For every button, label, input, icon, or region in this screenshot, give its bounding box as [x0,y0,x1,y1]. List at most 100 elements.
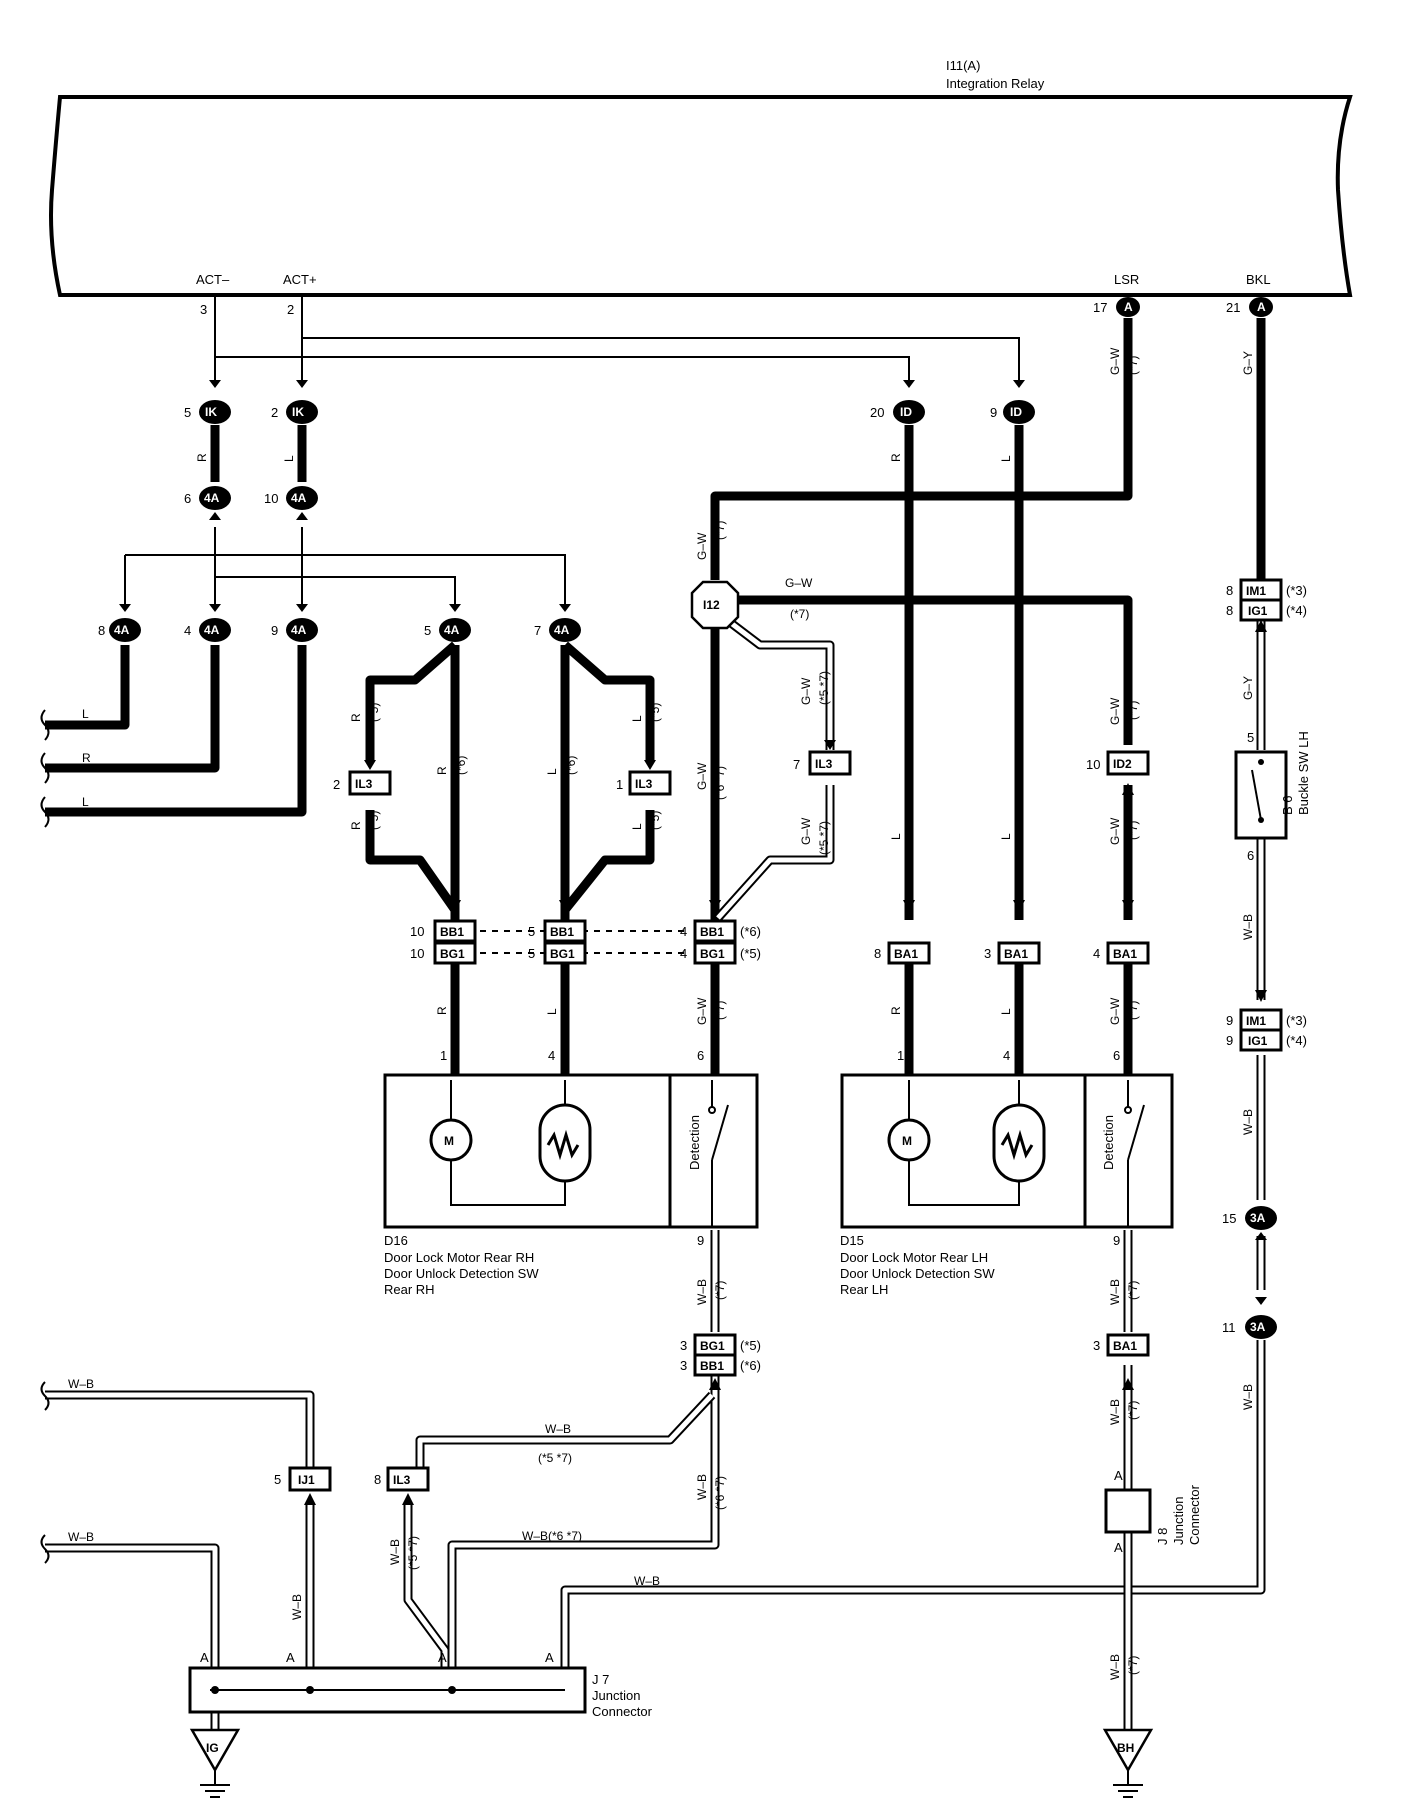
connector-i12: I12 [690,580,740,630]
svg-text:1: 1 [440,1048,447,1063]
svg-text:(*5 *7): (*5 *7) [817,671,831,705]
svg-text:L: L [545,768,559,775]
svg-text:W–B: W–B [545,1422,571,1436]
svg-text:(*3): (*3) [1286,1013,1307,1028]
svg-text:7: 7 [793,757,800,772]
svg-text:ID: ID [1010,405,1022,419]
connector-4a-4: 4A4 [184,604,231,642]
svg-text:9: 9 [697,1233,704,1248]
svg-text:L: L [545,1008,559,1015]
svg-text:7: 7 [534,623,541,638]
svg-text:(*7): (*7) [1126,1001,1140,1020]
svg-text:L: L [82,707,89,721]
svg-text:W–B: W–B [1108,1654,1122,1680]
svg-text:(*7): (*7) [1126,1281,1140,1300]
svg-text:R: R [435,766,449,775]
svg-text:D16: D16 [384,1233,408,1248]
svg-text:L: L [999,455,1013,462]
svg-text:IG1: IG1 [1248,604,1268,618]
svg-text:G–W: G–W [695,997,709,1025]
svg-text:(*5): (*5) [367,703,381,722]
ground-icon [1102,1728,1154,1773]
svg-text:W–B: W–B [634,1574,660,1588]
svg-text:IK: IK [292,405,304,419]
svg-text:BG1: BG1 [440,947,465,961]
svg-text:IL3: IL3 [393,1473,411,1487]
svg-text:(*5): (*5) [648,811,662,830]
junction-connector-j8: A A J 8 Junction Connector [1104,1468,1202,1555]
ground-ig: IG [189,1728,241,1798]
ground-bh: BH [1102,1728,1154,1798]
svg-text:10: 10 [410,946,424,961]
svg-text:Buckle SW LH: Buckle SW LH [1296,731,1311,815]
svg-text:(*5 *7): (*5 *7) [817,821,831,855]
svg-text:(*5 *7): (*5 *7) [538,1451,572,1465]
svg-text:R: R [195,453,209,462]
svg-text:(*5): (*5) [367,811,381,830]
svg-text:G–W: G–W [1108,697,1122,725]
relay-name: Integration Relay [946,76,1045,91]
svg-text:4: 4 [1003,1048,1010,1063]
buckle-switch-lh: 5 6 B 6 Buckle SW LH [1234,730,1311,863]
svg-text:Door Unlock Detection SW: Door Unlock Detection SW [384,1266,539,1281]
svg-text:L: L [999,1008,1013,1015]
svg-text:(*7): (*7) [713,521,727,540]
act-minus-pin: 3 [200,302,207,317]
svg-text:G–W: G–W [799,817,813,845]
svg-text:G–W: G–W [785,576,813,590]
connector-4a-7: 4A7 [534,604,581,642]
svg-text:2: 2 [333,777,340,792]
svg-text:(*6 *7): (*6 *7) [713,766,727,800]
thin-wires [124,295,1020,610]
wire-ends [40,709,50,1564]
svg-text:3: 3 [984,946,991,961]
svg-text:4A: 4A [444,623,460,637]
svg-text:(*7): (*7) [790,607,809,621]
svg-text:(*7): (*7) [1126,821,1140,840]
svg-text:(*7): (*7) [1126,1401,1140,1420]
svg-text:4: 4 [1093,946,1100,961]
svg-text:(*6): (*6) [564,756,578,775]
svg-text:R: R [889,1006,903,1015]
bkl-connector [1249,297,1273,317]
svg-text:BG1: BG1 [700,1339,725,1353]
wire-labels: R L R L L R L R (*5) R (*6) R (*5) L (*6… [68,347,1255,1680]
svg-text:J 7: J 7 [592,1672,609,1687]
lsr-label: LSR [1114,272,1139,287]
svg-text:G–W: G–W [1108,817,1122,845]
svg-text:5: 5 [424,623,431,638]
svg-text:A: A [438,1650,447,1665]
svg-text:5: 5 [184,405,191,420]
svg-text:R: R [889,453,903,462]
svg-text:10: 10 [1086,757,1100,772]
svg-text:4A: 4A [114,623,130,637]
svg-text:IG1: IG1 [1248,1034,1268,1048]
svg-text:6: 6 [184,491,191,506]
svg-text:(*7): (*7) [1126,701,1140,720]
svg-text:9: 9 [271,623,278,638]
svg-text:(*5): (*5) [648,703,662,722]
svg-text:Connector: Connector [592,1704,653,1719]
connector-bg1-10: BG1 10 [410,941,477,965]
integration-relay: I11(A) Integration Relay ACT– ACT+ LSR B… [49,58,1353,317]
svg-text:G–W: G–W [1108,347,1122,375]
bkl-label: BKL [1246,272,1271,287]
svg-text:G–W: G–W [1108,997,1122,1025]
svg-text:J 8: J 8 [1155,1528,1170,1545]
lsr-conn-label: A [1124,300,1133,314]
svg-text:L: L [282,455,296,462]
svg-text:3: 3 [680,1358,687,1373]
lsr-connector [1116,297,1140,317]
